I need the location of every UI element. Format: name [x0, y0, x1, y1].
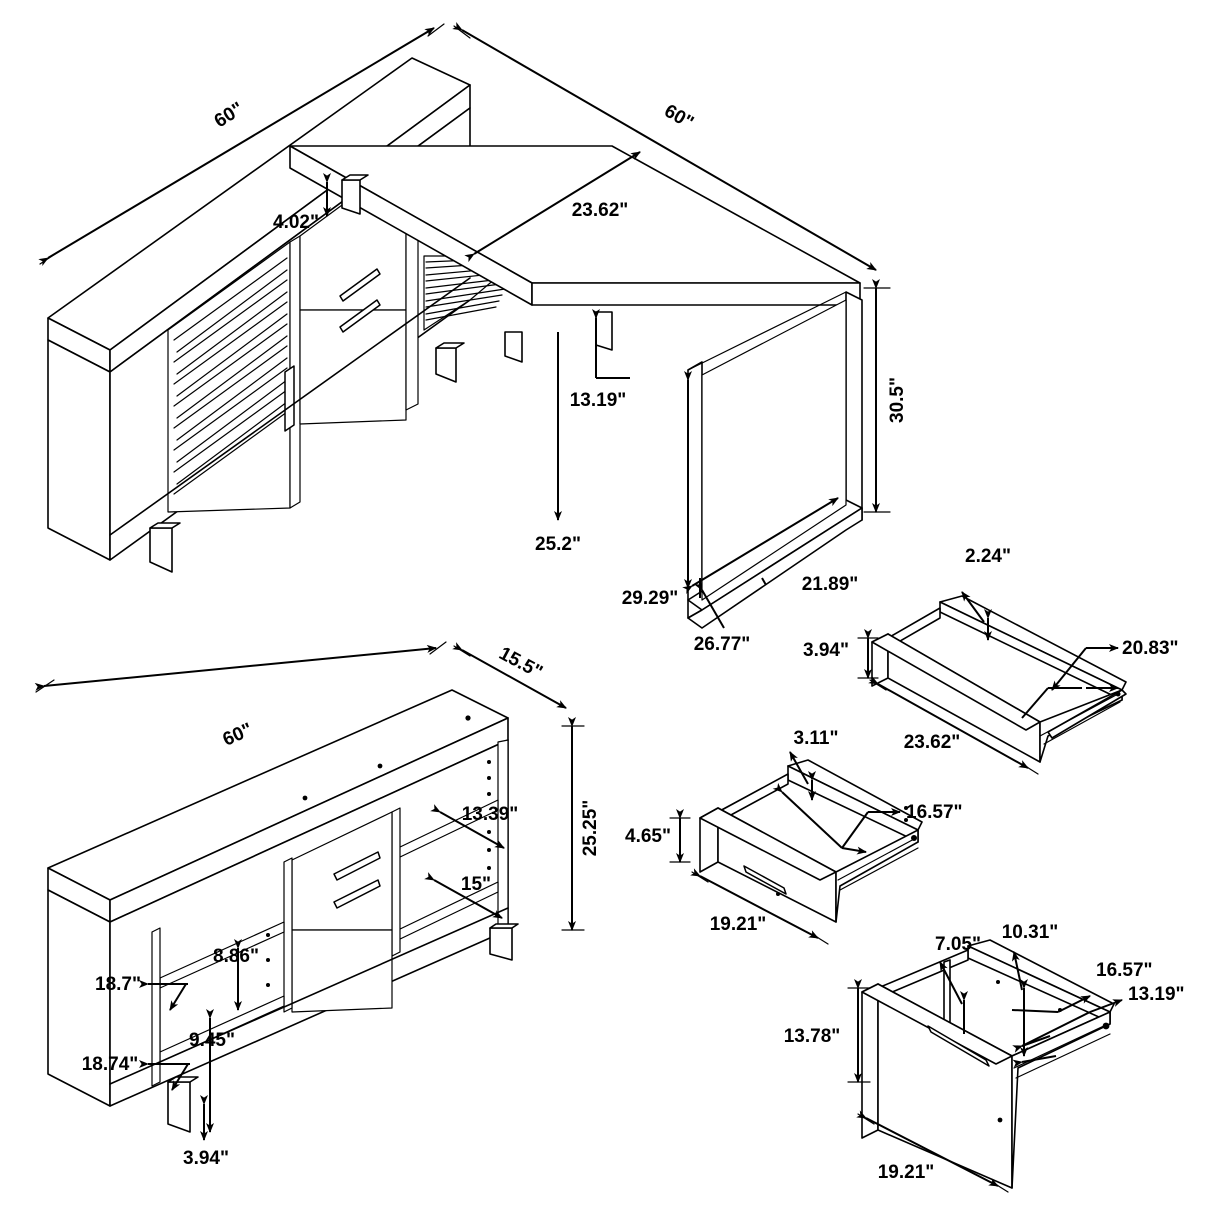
- dim-label-deep-rail-depth: 13.19": [1128, 984, 1185, 1005]
- dimension-deep-overall-width: 19.21": [856, 1110, 1009, 1193]
- dim-label-upper-bay-width: 18.7": [95, 974, 141, 995]
- dim-label-deep-front-height: 13.78": [784, 1026, 841, 1047]
- dimension-deep-rail-depth: 13.19": [1012, 984, 1185, 1068]
- dim-label-lower-compartment-height: 9.45": [189, 1030, 235, 1051]
- dim-label-desk-depth: 23.62": [572, 200, 629, 221]
- dimension-upper-bay-width: 18.7": [95, 974, 188, 1011]
- dimension-shallow-front-height: 3.94": [803, 629, 879, 679]
- dim-label-lower-bay-width: 18.74": [82, 1054, 139, 1075]
- dim-label-credenza-depth: 15.5": [495, 643, 545, 683]
- dim-label-deep-divider-height: 7.05": [935, 934, 981, 955]
- dim-label-shallow-side-thickness: 2.24": [965, 546, 1011, 567]
- dim-label-deep-overall-width: 19.21": [878, 1162, 935, 1183]
- view-drawer-medium: 3.11" 4.65" 16.57" 19.21": [625, 728, 963, 945]
- dim-label-shallow-front-height: 3.94": [803, 640, 849, 661]
- credenza-detail-top: [47, 689, 509, 923]
- dimension-leg-base-width: 21.89": [682, 497, 859, 595]
- dim-label-deep-inner-depth: 16.57": [1096, 960, 1153, 981]
- dim-label-leg-base-width: 21.89": [802, 574, 859, 595]
- dimension-leg-height: 3.94": [183, 1095, 229, 1169]
- dim-label-shallow-inner-length: 20.83": [1122, 638, 1179, 659]
- dim-label-return-gap: 4.02": [273, 212, 319, 233]
- view-credenza-detail: 60" 15.5" 25.25" 13.39" 15" 8.86" 9: [34, 641, 601, 1169]
- dim-label-desk-length: 60": [660, 101, 697, 134]
- dim-label-credenza-width: 60": [211, 98, 248, 132]
- dim-label-upper-compartment-height: 8.86": [213, 946, 259, 967]
- dimension-shallow-side-thickness: 2.24": [961, 546, 1011, 641]
- drawer-deep-body: [861, 939, 1115, 1189]
- dimension-medium-side-height: 3.11": [789, 728, 839, 801]
- dim-label-medium-front-height: 4.65": [625, 826, 671, 847]
- dimension-lower-shelf-depth: 15": [424, 872, 503, 919]
- dimension-desk-depth: 23.62": [464, 151, 641, 263]
- dimension-lower-compartment-height: 9.45": [189, 1009, 235, 1133]
- dim-label-leg-inner-height: 29.29": [622, 588, 679, 609]
- dimension-deep-divider-height: 7.05": [935, 934, 981, 1034]
- dimension-deep-inner-depth: 16.57": [1011, 960, 1153, 1013]
- dimension-upper-shelf-depth: 13.39": [430, 804, 519, 849]
- dim-label-knee-clearance: 25.2": [535, 534, 581, 555]
- dim-label-credenza-length: 60": [220, 719, 256, 750]
- dimension-medium-overall-width: 19.21": [690, 868, 829, 945]
- dim-label-leg-height: 3.94": [183, 1148, 229, 1169]
- dim-label-desk-height: 30.5": [887, 377, 908, 423]
- dim-label-shallow-overall-width: 23.62": [904, 732, 961, 753]
- dim-label-credenza-height: 25.25": [580, 800, 601, 857]
- dim-label-clearance-under-top: 13.19": [570, 390, 627, 411]
- dimension-clearance-under-top: 13.19": [570, 309, 630, 411]
- dimension-lower-bay-width: 18.74": [82, 1054, 190, 1091]
- louvre-panel-left: [167, 241, 291, 513]
- dimension-upper-compartment-height: 8.86": [213, 939, 259, 1011]
- dim-label-medium-inner-depth: 16.57": [906, 802, 963, 823]
- view-drawer-shallow: 2.24" 3.94" 20.83" 23.62": [803, 546, 1179, 775]
- dim-label-medium-overall-width: 19.21": [710, 914, 767, 935]
- dimension-leg-inner-height: 29.29": [622, 371, 692, 609]
- dim-label-lower-shelf-depth: 15": [461, 874, 491, 895]
- dimension-credenza-height: 25.25": [561, 717, 601, 931]
- view-drawer-deep: 7.05" 10.31" 16.57" 13.19" 13.78": [784, 922, 1185, 1193]
- dimension-desk-height: 30.5": [863, 279, 908, 513]
- view-main-assembly: 60" 60" 4.02" 23.62" 30.5" 13.19": [38, 22, 908, 655]
- dim-label-deep-inner-height: 10.31": [1002, 922, 1059, 943]
- dim-label-medium-side-height: 3.11": [794, 728, 839, 749]
- dimension-shallow-overall-width: 23.62": [868, 676, 1039, 775]
- dimension-credenza-depth: 15.5": [452, 642, 567, 709]
- dim-label-upper-shelf-depth: 13.39": [462, 804, 519, 825]
- dimension-knee-clearance: 25.2": [535, 332, 581, 555]
- dimension-deep-front-height: 13.78": [784, 979, 871, 1083]
- dimension-medium-inner-depth: 16.57": [772, 782, 963, 855]
- dimension-return-gap: 4.02": [273, 173, 331, 233]
- dim-label-leg-foot-depth: 26.77": [694, 634, 751, 655]
- dimension-medium-front-height: 4.65": [625, 809, 691, 863]
